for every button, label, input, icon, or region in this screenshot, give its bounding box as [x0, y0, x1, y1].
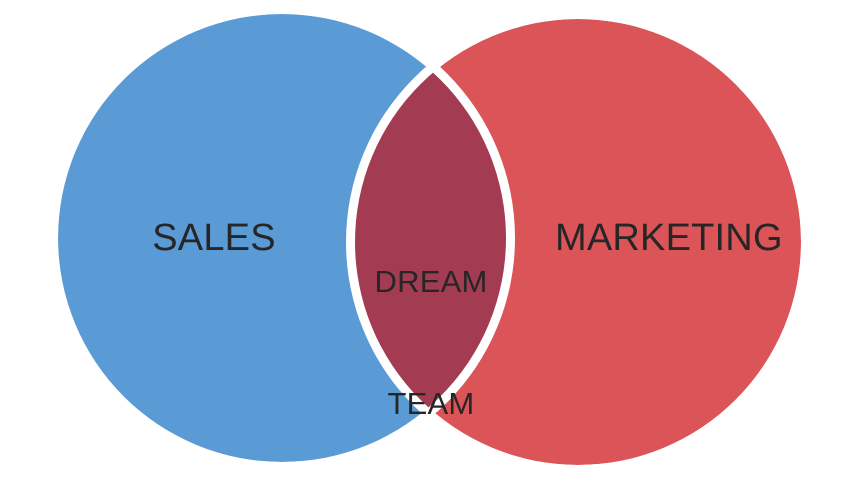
venn-shapes	[58, 14, 801, 465]
dream-team-label-line-1: DREAM	[374, 264, 488, 300]
dream-team-lens-group[interactable]	[355, 19, 801, 465]
sales-label: SALES	[152, 217, 276, 259]
dream-team-label: DREAM TEAM	[341, 191, 521, 496]
dream-team-label-line-2: TEAM	[387, 385, 475, 421]
venn-diagram: SALES MARKETING DREAM TEAM	[58, 14, 801, 465]
marketing-label: MARKETING	[555, 217, 783, 259]
dream-team-lens[interactable]	[355, 19, 801, 465]
